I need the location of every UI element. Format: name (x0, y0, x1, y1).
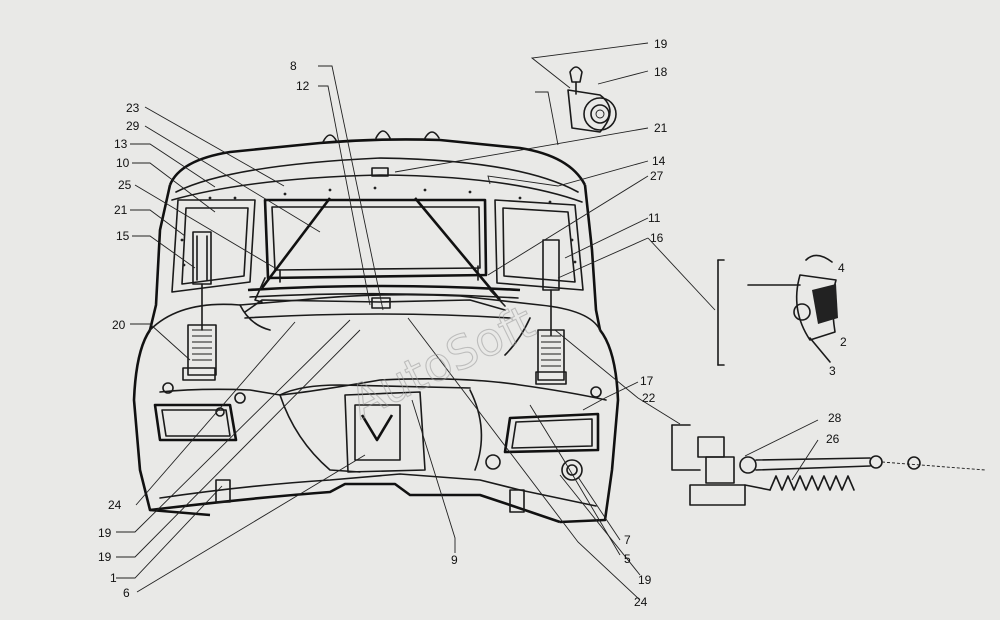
windshield (171, 186, 584, 299)
callout-10: 10 (116, 156, 130, 170)
callout-23: 23 (126, 101, 140, 115)
callout-21-left: 21 (114, 203, 128, 217)
callout-19: 19 (654, 37, 668, 51)
inset-lock (671, 424, 986, 506)
callout-5: 5 (624, 552, 631, 566)
callout-20: 20 (112, 318, 126, 332)
callout-4: 4 (838, 261, 845, 275)
callout-26: 26 (826, 432, 840, 446)
cab-body (132, 130, 620, 524)
callout-19-left-b: 19 (98, 550, 112, 564)
callout-24-bottom: 24 (634, 595, 648, 609)
lower-panel (153, 382, 602, 513)
callout-28: 28 (828, 411, 842, 425)
callout-9: 9 (451, 553, 458, 567)
callout-1: 1 (110, 571, 117, 585)
callout-8: 8 (290, 59, 297, 73)
hinges (182, 231, 567, 385)
callout-19-left-a: 19 (98, 526, 112, 540)
wipers (244, 197, 511, 319)
inset-lamp (535, 66, 617, 146)
callouts: 19 18 21 8 12 23 29 13 10 25 21 15 14 27… (98, 37, 847, 609)
callout-11: 11 (648, 211, 661, 225)
callout-14: 14 (652, 154, 666, 168)
callout-22: 22 (642, 391, 656, 405)
inset-seal (717, 254, 838, 366)
callout-18: 18 (654, 65, 668, 79)
callout-24-left: 24 (108, 498, 122, 512)
callout-21: 21 (654, 121, 668, 135)
callout-17: 17 (640, 374, 654, 388)
callout-12: 12 (296, 79, 310, 93)
callout-13: 13 (114, 137, 128, 151)
callout-7: 7 (624, 533, 631, 547)
callout-16: 16 (650, 231, 664, 245)
callout-25: 25 (118, 178, 132, 192)
leader-lines (116, 42, 819, 601)
callout-19-bottom: 19 (638, 573, 652, 587)
callout-3: 3 (829, 364, 836, 378)
callout-6: 6 (123, 586, 130, 600)
callout-15: 15 (116, 229, 130, 243)
callout-29: 29 (126, 119, 140, 133)
callout-2: 2 (840, 335, 847, 349)
callout-27: 27 (650, 169, 664, 183)
